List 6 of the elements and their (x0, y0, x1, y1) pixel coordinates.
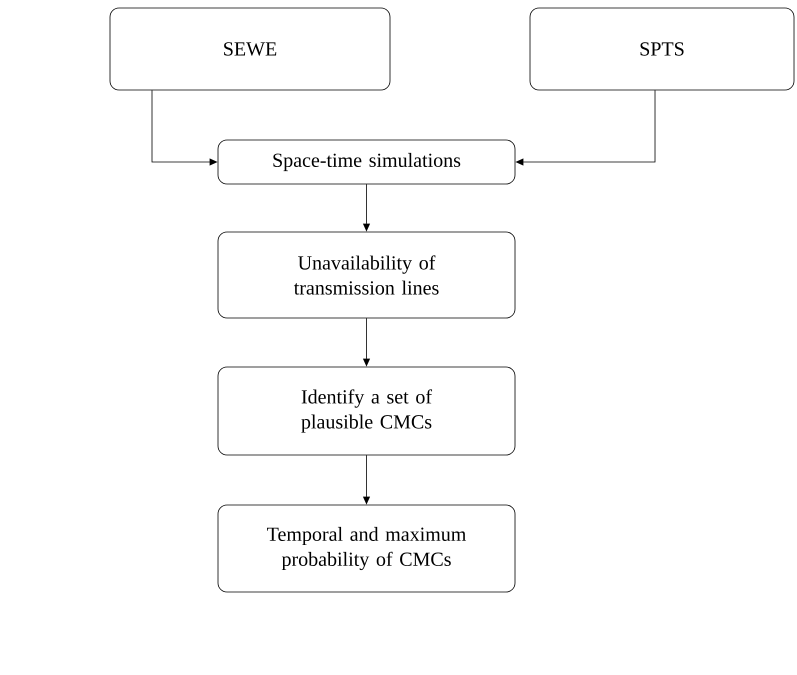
process-box: Unavailability of transmission lines (218, 232, 516, 318)
process-box: Identify a set of plausible CMCs (218, 366, 516, 456)
process-box: SEWE (110, 8, 390, 90)
process-box: SPTS (530, 8, 794, 90)
process-box: Temporal and maximum probability of CMCs (218, 504, 516, 592)
process-box: Space-time simulations (218, 140, 516, 184)
